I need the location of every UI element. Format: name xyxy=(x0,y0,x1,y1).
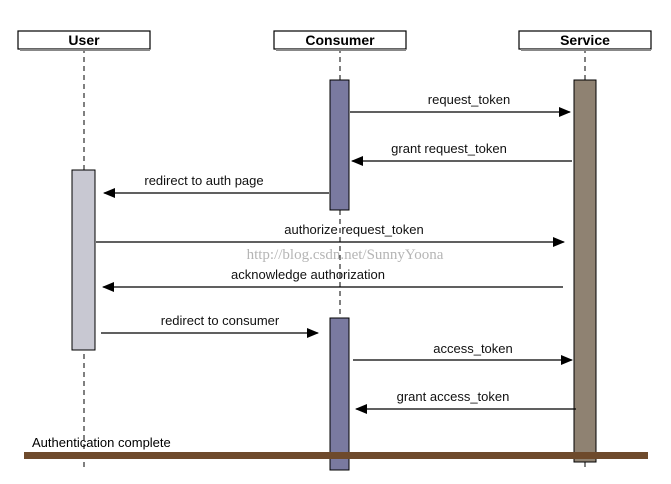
message-label: grant access_token xyxy=(397,389,510,404)
message-grant-access-token: grant access_token xyxy=(355,389,576,414)
message-authorize-request-token: authorize request_token xyxy=(96,222,565,247)
footer-bar xyxy=(24,452,648,459)
watermark-text: http://blog.csdn.net/SunnyYoona xyxy=(247,247,444,263)
message-redirect-to-auth-page: redirect to auth page xyxy=(103,173,329,198)
actor-user: User xyxy=(17,30,151,51)
actor-consumer-label: Consumer xyxy=(305,32,375,48)
message-redirect-to-consumer: redirect to consumer xyxy=(101,313,319,338)
message-grant-request-token: grant request_token xyxy=(351,141,572,166)
actor-service-label: Service xyxy=(560,32,610,48)
message-label: access_token xyxy=(433,341,513,356)
consumer-activation-bar-2 xyxy=(329,317,350,471)
message-request-token: request_token xyxy=(350,92,571,117)
message-label: redirect to consumer xyxy=(161,313,280,328)
message-access-token: access_token xyxy=(353,341,573,365)
actor-consumer: Consumer xyxy=(273,30,407,51)
message-label: request_token xyxy=(428,92,510,107)
message-label: acknowledge authorization xyxy=(231,267,385,282)
actor-service: Service xyxy=(518,30,652,51)
user-activation-bar xyxy=(71,169,96,351)
actor-user-label: User xyxy=(68,32,100,48)
service-activation-bar xyxy=(573,79,597,463)
message-label: redirect to auth page xyxy=(144,173,263,188)
message-acknowledge-authorization: acknowledge authorization xyxy=(102,267,563,292)
footer-label: Authentication complete xyxy=(32,435,171,450)
consumer-activation-bar-1 xyxy=(329,79,350,211)
message-label: grant request_token xyxy=(391,141,507,156)
message-label: authorize request_token xyxy=(284,222,423,237)
